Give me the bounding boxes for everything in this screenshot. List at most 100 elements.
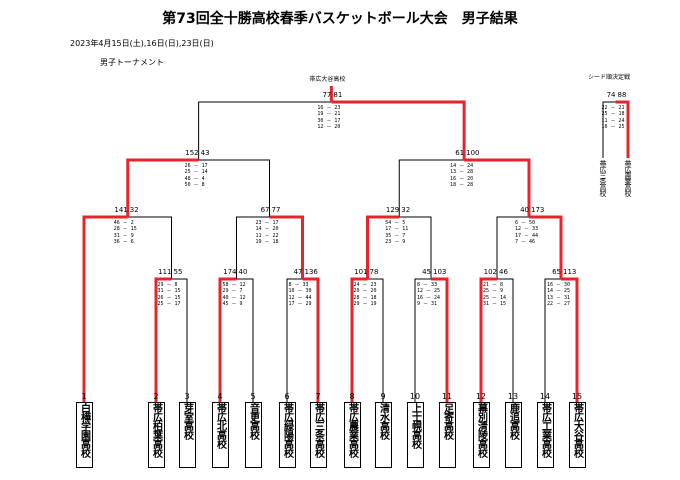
team-name-box: 帯広緑陽高校 — [278, 402, 296, 468]
seed-number: 11 — [441, 392, 453, 401]
quarter-scores: 58 － 12 29 － 7 40 － 12 45 － 9 — [222, 282, 246, 307]
round1-match-left-branch — [350, 277, 368, 402]
seed-playoff-title: シード順決定戦 — [588, 74, 631, 81]
score-left: 141 — [114, 206, 128, 214]
page-title: 第73回全十勝高校春季バスケットボール大会 男子結果 — [162, 11, 518, 27]
team-name-box: 白樺学園高校 — [75, 402, 93, 468]
team-name-box: 幕別清陵高校 — [472, 402, 490, 468]
seed-number: 5 — [250, 392, 256, 401]
quarter-scores: 29 － 8 31 － 15 26 － 15 25 － 17 — [157, 282, 181, 307]
seed-playoff-right-team: 帯広農業高校 — [624, 160, 632, 196]
round1-match-right-branch — [171, 278, 188, 402]
round1-match-left-branch — [218, 277, 237, 402]
section-label: 男子トーナメント — [100, 58, 164, 67]
semifinal-match-right-branch — [464, 158, 531, 217]
quarter-scores: 22 － 21 25 － 18 11 － 24 16 － 25 — [601, 105, 625, 130]
score-right: 103 — [433, 268, 447, 276]
team-name-box: 帯広柏葉高校 — [147, 402, 165, 468]
champion-name: 帯広大谷高校 — [309, 76, 346, 83]
round1-match-left-branch — [154, 277, 172, 402]
score-left: 47 — [293, 268, 303, 276]
semifinal-match-left-branch — [126, 158, 199, 217]
team-name-box: 帯広工業高校 — [536, 402, 554, 468]
score-left: 45 — [422, 268, 431, 276]
quarter-scores: 16 － 23 19 － 21 30 － 17 12 － 20 — [317, 105, 341, 130]
round2-match-left-branch — [236, 216, 270, 279]
score-right: 43 — [200, 149, 210, 157]
score-right: 46 — [499, 268, 508, 276]
score-left: 174 — [223, 268, 237, 276]
seed-number: 13 — [507, 392, 519, 401]
seed-number: 6 — [284, 392, 290, 401]
team-name-box: 鹿追高校 — [504, 402, 522, 468]
score-right: 88 — [617, 91, 627, 99]
quarter-scores: 26 － 17 25 － 14 48 － 4 50 － 8 — [184, 163, 208, 188]
score-left: 129 — [385, 206, 400, 214]
score-right: 100 — [466, 149, 480, 157]
score-left: 77 — [322, 91, 332, 99]
score-right: 173 — [531, 206, 545, 214]
score-right: 32 — [401, 206, 411, 214]
score-right: 81 — [333, 91, 343, 99]
score-left: 102 — [483, 268, 497, 276]
score-right: 78 — [369, 268, 379, 276]
quarter-scores: 8 － 33 10 － 30 12 － 44 17 － 29 — [288, 282, 312, 307]
quarter-scores: 14 － 24 13 － 28 16 － 20 18 － 28 — [450, 163, 474, 188]
round1-match-left-branch — [544, 278, 561, 402]
quarter-scores: 23 － 17 14 － 20 11 － 22 19 － 18 — [255, 220, 279, 245]
round2-match-left-branch — [366, 215, 400, 279]
seed-number: 12 — [475, 392, 487, 401]
team-name-box: 清水高校 — [374, 402, 392, 468]
round1-match-left-branch — [414, 278, 431, 402]
round2-match-left-branch — [82, 215, 128, 402]
score-right: 136 — [304, 268, 318, 276]
score-left: 67 — [260, 206, 270, 214]
score-right: 77 — [271, 206, 281, 214]
quarter-scores: 6 － 50 12 － 33 17 － 44 7 － 46 — [515, 220, 539, 245]
score-right: 40 — [238, 268, 248, 276]
round1-match-right-branch — [561, 277, 579, 402]
seed-number: 15 — [571, 392, 583, 401]
round2-match-right-branch — [399, 216, 432, 279]
score-left: 40 — [520, 206, 529, 214]
seed-number: 10 — [409, 392, 421, 401]
round1-match-left-branch — [286, 278, 303, 402]
round1-match-right-branch — [236, 278, 254, 402]
event-dates: 2023年4月15日(土),16日(日),23日(日) — [70, 39, 214, 48]
quarter-scores: 54 － 5 17 － 11 35 － 7 23 － 9 — [385, 220, 409, 245]
seed-number: 14 — [539, 392, 551, 401]
final-match-left-branch — [198, 101, 332, 160]
seed-number: 1 — [81, 392, 87, 401]
team-name-box: 上士幌高校 — [406, 402, 424, 468]
score-left: 152 — [185, 149, 199, 157]
team-name-box: 音更高校 — [244, 402, 262, 468]
final-match-right-branch — [331, 100, 466, 160]
round1-match-right-branch — [497, 278, 514, 402]
team-name-box: 足寄高校 — [438, 402, 456, 468]
seed-number: 9 — [380, 392, 386, 401]
quarter-scores: 24 － 23 20 － 20 28 － 18 29 － 19 — [353, 282, 377, 307]
quarter-scores: 16 － 30 14 － 25 13 － 31 22 － 27 — [547, 282, 571, 307]
seed-playoff-match-right-branch — [615, 100, 630, 158]
score-left: 74 — [606, 91, 616, 99]
team-name-box: 帯広大谷高校 — [568, 402, 586, 468]
team-name-box: 帯広農業高校 — [343, 402, 361, 468]
round2-match-right-branch — [529, 215, 563, 279]
seed-number: 4 — [217, 392, 223, 401]
quarter-scores: 8 － 33 12 － 25 16 － 24 9 － 31 — [417, 282, 441, 307]
score-left: 111 — [158, 268, 172, 276]
round2-match-right-branch — [127, 216, 172, 279]
round1-match-left-branch — [479, 277, 497, 402]
team-name-box: 芽室高校 — [178, 402, 196, 468]
team-name-box: 帯広三条高校 — [309, 402, 327, 468]
quarter-scores: 46 － 2 28 － 15 31 － 9 36 － 6 — [113, 220, 137, 245]
round2-match-right-branch — [269, 215, 304, 279]
round1-match-right-branch — [431, 277, 449, 402]
quarter-scores: 21 － 8 25 － 9 25 － 14 31 － 15 — [483, 282, 507, 307]
score-right: 113 — [563, 268, 577, 276]
score-right: 32 — [129, 206, 139, 214]
seed-playoff-left-team: 帯広三条高校 — [599, 160, 607, 196]
score-left: 65 — [552, 268, 561, 276]
semifinal-match-left-branch — [398, 159, 465, 217]
score-left: 61 — [455, 149, 465, 157]
